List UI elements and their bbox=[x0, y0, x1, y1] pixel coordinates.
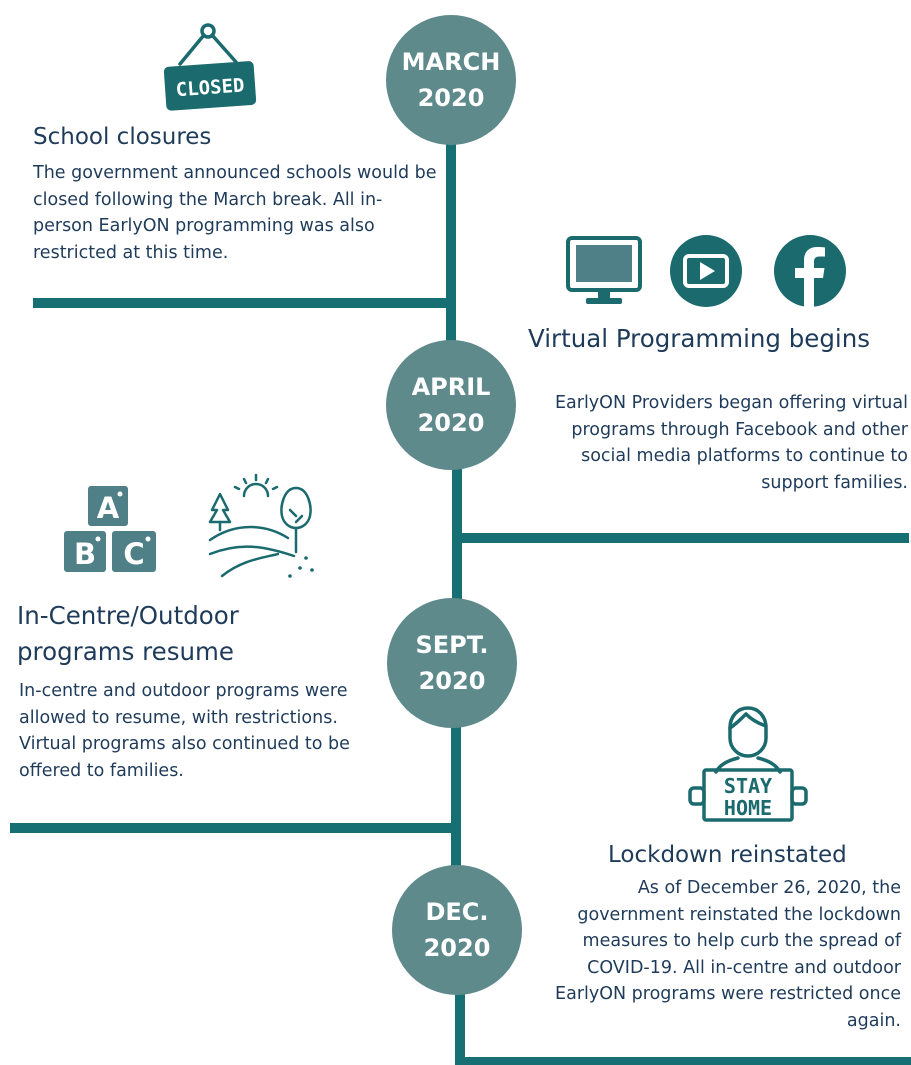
event-title-march: School closures bbox=[33, 124, 212, 150]
stay-sign-line-2: HOME bbox=[724, 796, 772, 820]
event-title-april: Virtual Programming begins bbox=[528, 324, 871, 353]
event-body-march: The government announced schools would b… bbox=[33, 163, 437, 263]
facebook-icon bbox=[774, 235, 846, 308]
date-year: 2020 bbox=[417, 84, 485, 112]
date-month: DEC. bbox=[425, 898, 489, 926]
date-month: MARCH bbox=[401, 48, 501, 76]
stay-sign-line-1: STAY bbox=[724, 774, 772, 798]
date-year: 2020 bbox=[417, 409, 485, 437]
timeline-branch-dec bbox=[460, 1057, 911, 1065]
block-letter-a: A bbox=[97, 491, 120, 525]
computer-monitor-icon bbox=[566, 236, 642, 304]
abc-blocks-icon: A B C bbox=[64, 486, 156, 572]
timeline-branch-sept bbox=[10, 823, 456, 833]
date-circle-april: APRIL 2020 bbox=[386, 340, 516, 470]
block-letter-c: C bbox=[123, 537, 144, 571]
block-letter-b: B bbox=[74, 537, 96, 571]
video-play-icon bbox=[670, 235, 742, 307]
timeline-vertical-3 bbox=[451, 660, 461, 940]
date-circle-dec: DEC. 2020 bbox=[392, 865, 522, 995]
timeline-vertical-2 bbox=[452, 370, 462, 660]
date-year: 2020 bbox=[423, 934, 491, 962]
event-body-dec: As of December 26, 2020, the government … bbox=[555, 878, 901, 1031]
stay-home-person-icon: STAY HOME bbox=[688, 706, 808, 822]
event-title-dec: Lockdown reinstated bbox=[608, 842, 847, 868]
date-month: APRIL bbox=[411, 373, 491, 401]
event-body-april: EarlyON Providers began offering virtual… bbox=[554, 393, 908, 493]
timeline-branch-march bbox=[33, 298, 451, 308]
date-month: SEPT. bbox=[415, 631, 489, 659]
event-title-sept: In-Centre/Outdoor programs resume bbox=[17, 601, 239, 666]
date-year: 2020 bbox=[418, 667, 486, 695]
closed-sign-text: CLOSED bbox=[175, 74, 245, 101]
timeline-vertical-4 bbox=[455, 940, 465, 1065]
timeline-branch-april bbox=[456, 533, 909, 543]
outdoor-landscape-icon bbox=[208, 473, 314, 578]
event-body-sept: In-centre and outdoor programs were allo… bbox=[19, 681, 350, 781]
date-circle-sept: SEPT. 2020 bbox=[387, 598, 517, 728]
date-circle-march: MARCH 2020 bbox=[386, 15, 516, 145]
closed-sign-icon: CLOSED bbox=[163, 23, 257, 111]
timeline-vertical-1 bbox=[446, 60, 456, 370]
